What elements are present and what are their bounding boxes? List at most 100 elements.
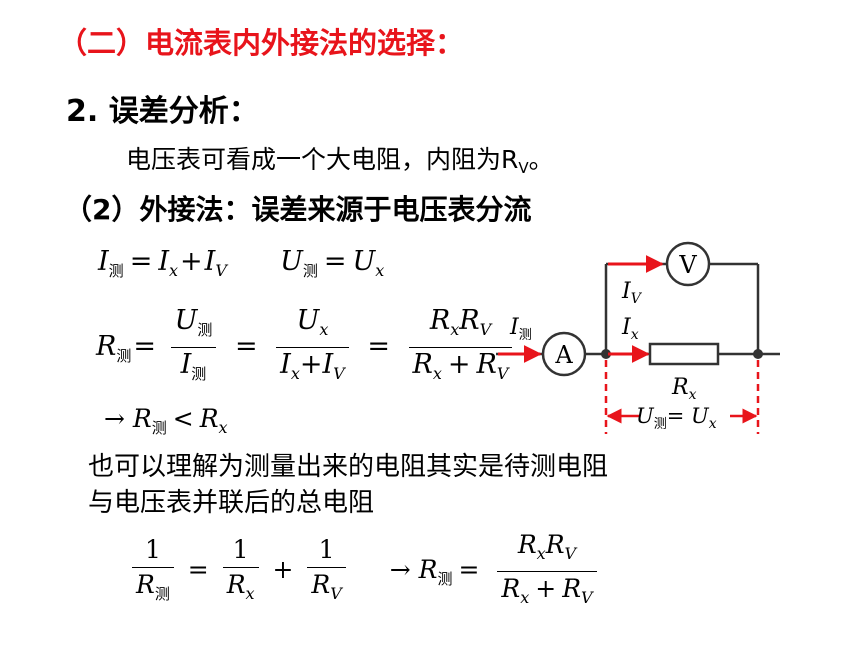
fraction-1-rmeas: 1 R测	[132, 533, 174, 611]
junction-node-right	[753, 349, 763, 359]
fraction-rxrv-sum-2: RxRV Rx+RV	[497, 528, 597, 615]
sub-x: x	[520, 588, 530, 607]
sub-x: x	[432, 364, 442, 383]
sym-U: U	[352, 246, 376, 277]
sub-x: x	[218, 418, 228, 437]
sub-x: x	[375, 261, 385, 280]
explanation-line-2: 与电压表并联后的总电阻	[88, 488, 375, 518]
sym-R: R	[132, 404, 152, 433]
label-current-iv: IV	[621, 279, 643, 307]
sym-R: R	[311, 569, 331, 599]
sub-x: x	[319, 320, 329, 339]
arrow-symbol: →	[389, 555, 411, 584]
numeral-one: 1	[307, 533, 346, 568]
fraction-1-rx: 1 Rx	[222, 533, 259, 611]
op-eq: =	[367, 331, 390, 362]
sym-R: R	[501, 574, 521, 603]
voltmeter-symbol	[665, 241, 711, 287]
op-plus: +	[299, 349, 323, 380]
arrow-symbol: →	[104, 404, 125, 433]
numeral-one: 1	[132, 533, 174, 568]
op-lt: <	[172, 404, 194, 433]
method-subheading: （2）外接法：误差来源于电压表分流	[64, 193, 532, 226]
ammeter-symbol	[541, 331, 587, 377]
sym-R: R	[476, 349, 497, 380]
sub-measured: 测	[154, 584, 170, 603]
sym-U: U	[174, 305, 198, 336]
op-eq: =	[187, 555, 209, 584]
voltmeter-note: 电压表可看成一个大电阻，内阻为RV。	[126, 140, 554, 177]
sub-x: x	[450, 320, 460, 339]
numeral-one: 1	[222, 533, 259, 568]
sub-measured: 测	[302, 262, 318, 280]
op-plus: +	[180, 246, 203, 277]
sym-I: I	[158, 246, 169, 277]
sub-measured: 测	[151, 419, 167, 437]
ammeter-label: A	[554, 341, 573, 369]
sym-R: R	[429, 305, 451, 336]
sub-V: V	[581, 588, 593, 607]
sym-R: R	[418, 555, 438, 584]
resistor-rx	[648, 342, 720, 366]
sym-I: I	[322, 349, 334, 380]
sym-R: R	[412, 349, 433, 380]
sym-I: I	[180, 349, 192, 380]
sym-R: R	[562, 574, 582, 603]
label-resistor-rx: Rx	[671, 375, 697, 403]
sub-x: x	[245, 583, 255, 603]
sub-measured: 测	[108, 262, 124, 280]
junction-node-left	[601, 349, 611, 359]
fraction-rxrv-sum: RxRV Rx+RV	[408, 304, 513, 391]
voltmeter-label: V	[678, 251, 697, 279]
op-eq: =	[133, 331, 156, 362]
sub-measured: 测	[116, 347, 132, 365]
sub-measured: 测	[191, 365, 207, 383]
op-eq: =	[458, 555, 480, 584]
section-title: 2. 误差分析：	[66, 94, 259, 129]
sub-x: x	[290, 364, 300, 383]
voltmeter-note-end: 。	[528, 145, 554, 174]
label-current-imeas: I测	[509, 315, 532, 343]
sub-V: V	[479, 320, 492, 339]
explanation-line-1: 也可以理解为测量出来的电阻其实是待测电阻	[88, 452, 609, 482]
op-plus: +	[272, 555, 294, 584]
current-equation: I测=Ix+IV U测=Ux	[98, 246, 384, 281]
sub-V: V	[330, 583, 342, 603]
resistance-equation: R测= U测 I测 = Ux Ix+IV = RxRV Rx+RV	[96, 304, 516, 391]
fraction-1-rv: 1 RV	[307, 533, 346, 611]
fraction-umeas-imeas: U测 I测	[170, 304, 217, 391]
op-plus: +	[535, 574, 557, 603]
sym-I: I	[204, 246, 216, 277]
sym-R: R	[136, 569, 155, 599]
slide-heading: （二）电流表内外接法的选择：	[58, 26, 465, 60]
sym-U: U	[296, 305, 320, 336]
sub-x: x	[168, 261, 179, 280]
sub-measured: 测	[437, 570, 453, 588]
sub-V: V	[333, 364, 345, 383]
sub-x: x	[536, 544, 546, 563]
op-eq: =	[323, 246, 347, 277]
sym-R: R	[517, 530, 537, 559]
sym-R: R	[226, 569, 246, 599]
sub-measured: 测	[197, 321, 213, 339]
parallel-equation: 1 R测 = 1 Rx + 1 RV → R测= RxRV Rx+RV	[128, 528, 601, 615]
label-current-ix: Ix	[621, 315, 639, 343]
sym-R: R	[545, 530, 565, 559]
op-eq: =	[129, 246, 153, 277]
op-plus: +	[447, 349, 471, 380]
sub-V: V	[496, 364, 509, 383]
fraction-ux-ixiv: Ux Ix+IV	[276, 304, 349, 391]
sym-R: R	[459, 305, 480, 336]
sub-V: V	[564, 544, 577, 563]
external-connection-circuit: V A IV Ix I测 Rx U测= Ux	[496, 241, 780, 434]
label-voltage-relation: U测= Ux	[636, 404, 717, 432]
sym-R: R	[199, 404, 219, 433]
voltmeter-note-sub: V	[518, 159, 529, 177]
sym-I: I	[280, 349, 291, 380]
sub-V: V	[215, 261, 227, 280]
sym-R: R	[96, 331, 117, 362]
op-eq: =	[234, 331, 258, 362]
conclusion-inequality: → R测<Rx	[104, 404, 228, 438]
sym-U: U	[280, 246, 303, 277]
voltmeter-note-text: 电压表可看成一个大电阻，内阻为R	[126, 145, 519, 174]
